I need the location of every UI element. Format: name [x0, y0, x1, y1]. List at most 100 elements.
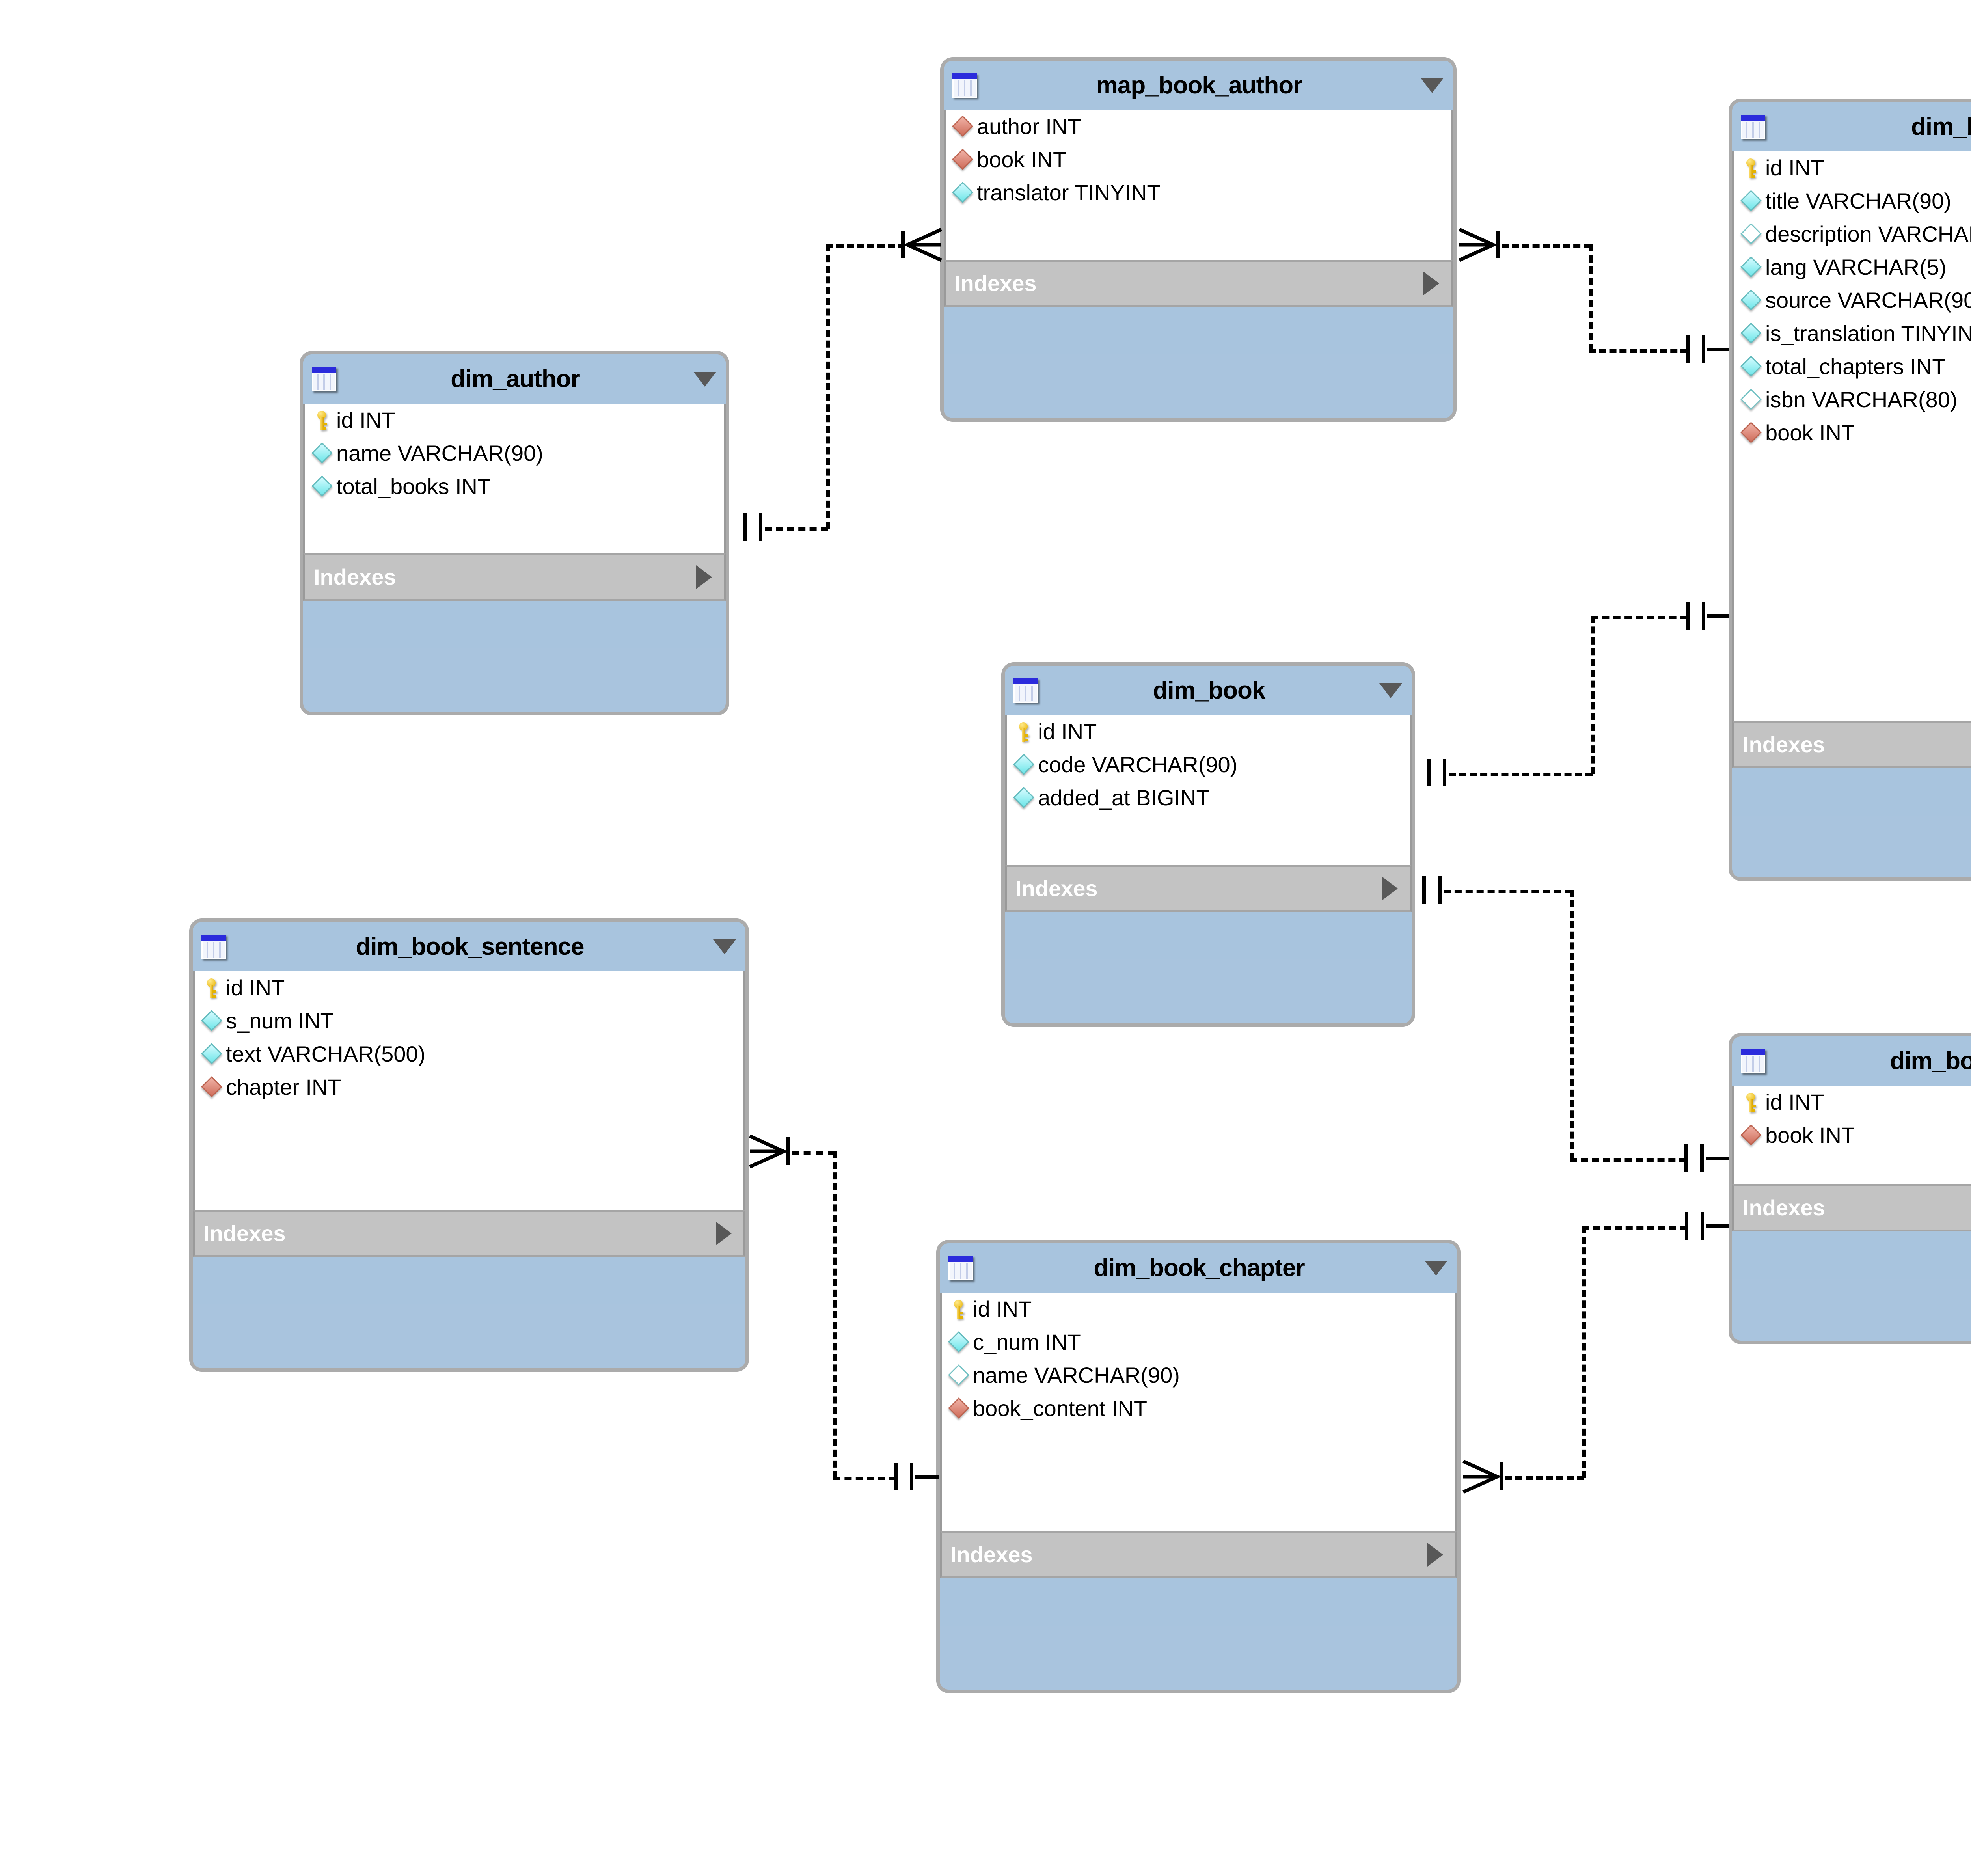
indexes-bar[interactable]: Indexes	[940, 1531, 1457, 1578]
column-row[interactable]: id INT	[195, 971, 743, 1004]
one-mark	[1685, 1212, 1688, 1240]
column-label: book INT	[1765, 1123, 1855, 1148]
column-row[interactable]: is_translation TINYINT	[1734, 317, 1971, 350]
column-row[interactable]: total_chapters INT	[1734, 350, 1971, 383]
table-dim-book-sentence[interactable]: dim_book_sentence id INT s_num INT text …	[189, 918, 749, 1372]
table-footer	[1005, 912, 1412, 959]
table-footer	[940, 1578, 1457, 1626]
table-footer	[1732, 768, 1971, 816]
column-label: code VARCHAR(90)	[1038, 752, 1238, 777]
column-row[interactable]: book INT	[946, 143, 1451, 176]
connector-segment	[1589, 244, 1593, 351]
column-label: isbn VARCHAR(80)	[1765, 387, 1958, 412]
column-list: id INT title VARCHAR(90) description VAR…	[1732, 151, 1971, 721]
column-row[interactable]: chapter INT	[195, 1071, 743, 1104]
crowsfoot-icon	[1459, 227, 1498, 262]
indexes-label: Indexes	[1743, 732, 1825, 757]
column-row[interactable]: code VARCHAR(90)	[1007, 748, 1410, 781]
column-row[interactable]: author INT	[946, 110, 1451, 143]
crowsfoot-icon	[1462, 1459, 1502, 1494]
red-diamond-icon	[1740, 1124, 1762, 1146]
chevron-down-icon[interactable]	[1425, 1260, 1448, 1276]
chevron-down-icon[interactable]	[1421, 78, 1444, 93]
indexes-bar[interactable]: Indexes	[303, 553, 726, 601]
chevron-right-icon[interactable]	[1423, 272, 1439, 295]
column-row[interactable]: id INT	[1734, 1086, 1971, 1119]
table-header[interactable]: dim_book_sentence	[193, 922, 745, 971]
crowsfoot-icon	[749, 1134, 788, 1169]
chevron-right-icon[interactable]	[696, 565, 712, 589]
table-icon	[952, 73, 977, 98]
chevron-right-icon[interactable]	[1427, 1543, 1443, 1567]
table-header[interactable]: map_book_author	[944, 61, 1453, 110]
key-icon	[1741, 157, 1760, 179]
column-row[interactable]: text VARCHAR(500)	[195, 1038, 743, 1071]
table-header[interactable]: dim_book_info	[1732, 102, 1971, 151]
column-label: author INT	[977, 114, 1081, 139]
indexes-bar[interactable]: Indexes	[1732, 1184, 1971, 1231]
column-row[interactable]: book_content INT	[942, 1392, 1455, 1425]
column-label: id INT	[1038, 719, 1097, 744]
table-header[interactable]: dim_book	[1005, 666, 1412, 715]
chevron-down-icon[interactable]	[693, 371, 716, 387]
column-row[interactable]: id INT	[305, 404, 724, 437]
indexes-bar[interactable]: Indexes	[193, 1210, 745, 1257]
connector-stub	[915, 1475, 939, 1479]
filled-diamond-icon	[948, 1331, 969, 1353]
indexes-bar[interactable]: Indexes	[1732, 721, 1971, 768]
column-row[interactable]: source VARCHAR(90)	[1734, 284, 1971, 317]
column-row[interactable]: title VARCHAR(90)	[1734, 184, 1971, 218]
column-row[interactable]: s_num INT	[195, 1004, 743, 1038]
column-list: id INT book INT	[1732, 1086, 1971, 1184]
column-row[interactable]: description VARCHAR(200)	[1734, 218, 1971, 251]
column-row[interactable]: book INT	[1734, 1119, 1971, 1152]
table-footer	[1732, 1231, 1971, 1279]
connector-segment	[1582, 1226, 1687, 1230]
table-header[interactable]: dim_book_content	[1732, 1036, 1971, 1086]
column-row[interactable]: c_num INT	[942, 1326, 1455, 1359]
chevron-down-icon[interactable]	[1379, 683, 1402, 698]
chevron-right-icon[interactable]	[1382, 877, 1398, 900]
filled-diamond-icon	[1740, 289, 1762, 311]
table-dim-book-info[interactable]: dim_book_info id INT title VARCHAR(90) d…	[1729, 99, 1971, 881]
table-icon	[1741, 114, 1765, 139]
column-row[interactable]: id INT	[1734, 151, 1971, 184]
connector-segment	[1589, 349, 1688, 353]
column-list: id INT code VARCHAR(90) added_at BIGINT	[1005, 715, 1412, 865]
column-row[interactable]: id INT	[1007, 715, 1410, 748]
column-row[interactable]: book INT	[1734, 416, 1971, 449]
hollow-diamond-icon	[1740, 223, 1762, 245]
chevron-down-icon[interactable]	[713, 939, 736, 954]
table-dim-book-content[interactable]: dim_book_content id INT book INT Indexes	[1729, 1033, 1971, 1344]
indexes-bar[interactable]: Indexes	[1005, 865, 1412, 912]
indexes-label: Indexes	[954, 271, 1037, 296]
one-mark	[1700, 1144, 1704, 1172]
filled-diamond-icon	[1740, 256, 1762, 278]
column-row[interactable]: isbn VARCHAR(80)	[1734, 383, 1971, 416]
column-row[interactable]: total_books INT	[305, 470, 724, 503]
column-row[interactable]: name VARCHAR(90)	[305, 437, 724, 470]
column-row[interactable]: lang VARCHAR(5)	[1734, 251, 1971, 284]
chevron-right-icon[interactable]	[716, 1222, 732, 1245]
one-mark	[1702, 335, 1705, 363]
table-header[interactable]: dim_author	[303, 354, 726, 404]
table-dim-author[interactable]: dim_author id INT name VARCHAR(90) total…	[300, 351, 729, 715]
column-row[interactable]: translator TINYINT	[946, 176, 1451, 209]
table-map-book-author[interactable]: map_book_author author INT book INT tran…	[940, 57, 1457, 422]
table-dim-book[interactable]: dim_book id INT code VARCHAR(90) added_a…	[1001, 662, 1415, 1027]
indexes-bar[interactable]: Indexes	[944, 260, 1453, 307]
table-header[interactable]: dim_book_chapter	[940, 1243, 1457, 1293]
table-dim-book-chapter[interactable]: dim_book_chapter id INT c_num INT name V…	[936, 1240, 1461, 1693]
column-label: book INT	[977, 147, 1067, 172]
filled-diamond-icon	[1740, 322, 1762, 345]
connector-segment	[1570, 1158, 1686, 1162]
one-mark	[910, 1463, 913, 1490]
column-row[interactable]: id INT	[942, 1293, 1455, 1326]
connector-stub	[1707, 348, 1729, 351]
key-icon	[202, 977, 221, 999]
many-mark-bar	[901, 231, 905, 258]
column-label: id INT	[226, 975, 285, 1000]
column-row[interactable]: name VARCHAR(90)	[942, 1359, 1455, 1392]
column-row[interactable]: added_at BIGINT	[1007, 781, 1410, 814]
